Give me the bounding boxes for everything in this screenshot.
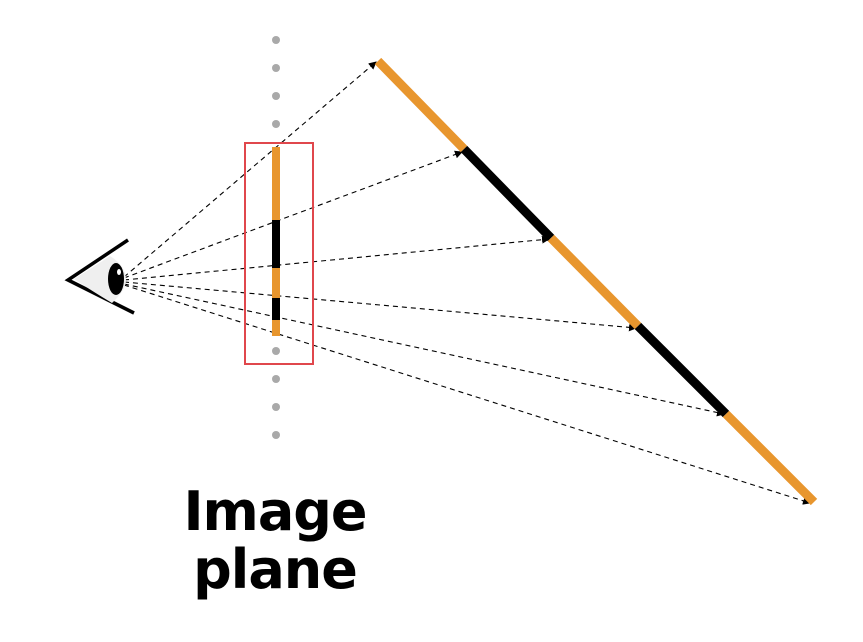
projection-ray — [123, 235, 550, 281]
object-segment-orange — [374, 57, 468, 153]
plane-dot — [272, 375, 280, 383]
plane-dot — [272, 347, 280, 355]
highlight-box — [244, 142, 314, 365]
object-segment-orange — [547, 234, 642, 330]
object-segment-black — [460, 145, 555, 242]
eye-icon — [64, 238, 135, 315]
projection-rays — [123, 61, 811, 505]
plane-dot — [272, 64, 280, 72]
object-segment-orange — [722, 410, 818, 506]
image-plane-dots — [272, 36, 280, 439]
plane-dot — [272, 92, 280, 100]
eye-pupil — [108, 263, 124, 295]
plane-dot — [272, 120, 280, 128]
object-bar — [374, 57, 818, 506]
projection-ray — [123, 150, 463, 279]
projection-ray — [123, 61, 377, 278]
caption-line-1: Image — [183, 480, 367, 543]
plane-dot — [272, 36, 280, 44]
plane-dot — [272, 431, 280, 439]
projection-ray — [123, 283, 725, 417]
plane-dot — [272, 403, 280, 411]
object-segment-black — [634, 322, 730, 418]
caption-line-2: plane — [193, 538, 358, 601]
projection-ray — [123, 284, 811, 505]
projection-ray — [123, 281, 637, 332]
